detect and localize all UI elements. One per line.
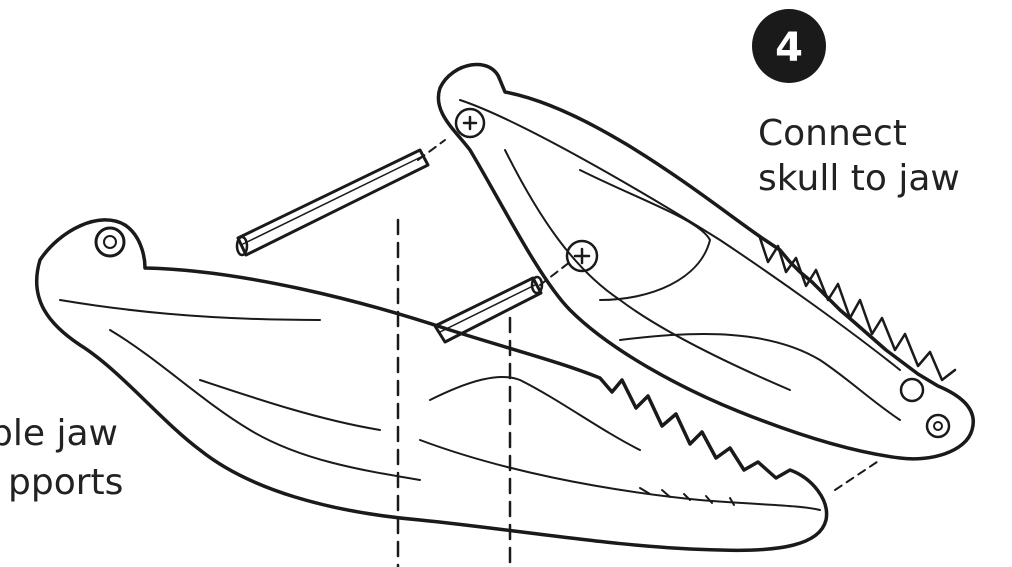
lower-jaw-piece	[37, 220, 827, 550]
support-rod-upper	[237, 150, 428, 255]
step-number: 4	[775, 25, 803, 71]
step-title-line1: Connect	[758, 113, 907, 154]
pivot-hole-icon	[96, 228, 124, 256]
pivot-hole-icon	[901, 379, 923, 401]
guide-lines	[398, 220, 510, 567]
support-rod-lower	[435, 277, 542, 342]
side-note-line1: ble jaw	[0, 413, 118, 454]
step-badge: 4	[752, 9, 826, 83]
side-note-line2: pports	[8, 462, 123, 503]
step-title-line2: skull to jaw	[758, 158, 960, 199]
pivot-hole-icon	[927, 415, 949, 437]
